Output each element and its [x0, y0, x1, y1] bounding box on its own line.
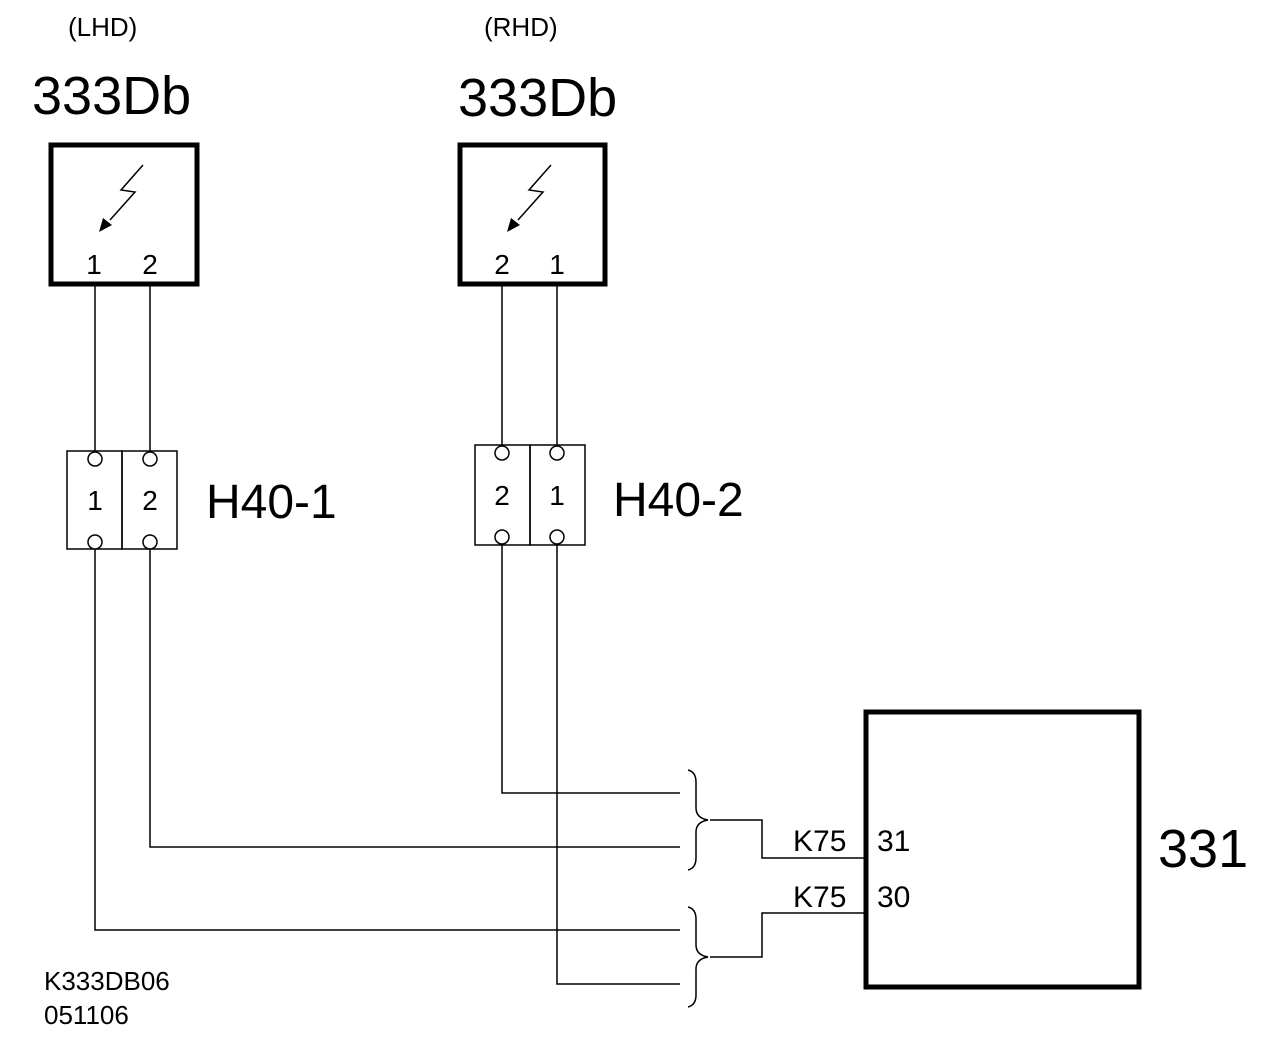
rhd-sensor-box: [457, 142, 608, 287]
h40-2-pin-2: 2: [494, 480, 510, 511]
h40-2-pin-1: 1: [549, 480, 565, 511]
connector-h40-1-label: H40-1: [206, 476, 337, 529]
h40-1-pin-1: 1: [87, 485, 103, 516]
rhd-sensor-pin-1: 1: [549, 249, 565, 280]
connector-h40-1: [66, 450, 178, 550]
terminal-31-connector: K75: [793, 825, 846, 858]
wire-h40-1-pin-1: [94, 549, 680, 931]
lhd-component-label: 333Db: [32, 66, 191, 126]
terminal-30-connector: K75: [793, 881, 846, 914]
rhd-sensor-pin-2: 2: [494, 249, 510, 280]
lightning-bolt-arrow-icon: [507, 164, 552, 232]
terminal-31-pin: 31: [877, 825, 910, 858]
terminal-30-pin: 30: [877, 881, 910, 914]
lhd-sensor-box: [48, 142, 200, 287]
wire-h40-2-pin-2: [501, 544, 680, 794]
drawing-code-line-1: K333DB06: [44, 966, 170, 996]
wire-terminal-31: [710, 819, 866, 859]
wire-h40-1-pin-2: [149, 549, 680, 848]
brace-terminal-31: [687, 769, 709, 871]
lightning-bolt-arrow-icon: [99, 164, 144, 232]
lhd-variant-label: (LHD): [68, 12, 137, 42]
control-unit-box: [863, 709, 1142, 990]
lhd-sensor-pin-2: 2: [142, 249, 158, 280]
connector-h40-2: [474, 444, 586, 546]
lhd-sensor-pin-1: 1: [86, 249, 102, 280]
rhd-component-label: 333Db: [458, 68, 617, 128]
h40-1-pin-2: 2: [142, 485, 158, 516]
connector-h40-2-label: H40-2: [613, 474, 744, 527]
control-unit-label: 331: [1158, 819, 1248, 879]
brace-terminal-30: [687, 906, 709, 1008]
rhd-variant-label: (RHD): [484, 12, 558, 42]
wire-terminal-30: [710, 912, 866, 958]
wires: [94, 284, 866, 985]
drawing-code-line-2: 051106: [44, 1000, 129, 1030]
wire-h40-2-pin-1: [556, 544, 680, 985]
